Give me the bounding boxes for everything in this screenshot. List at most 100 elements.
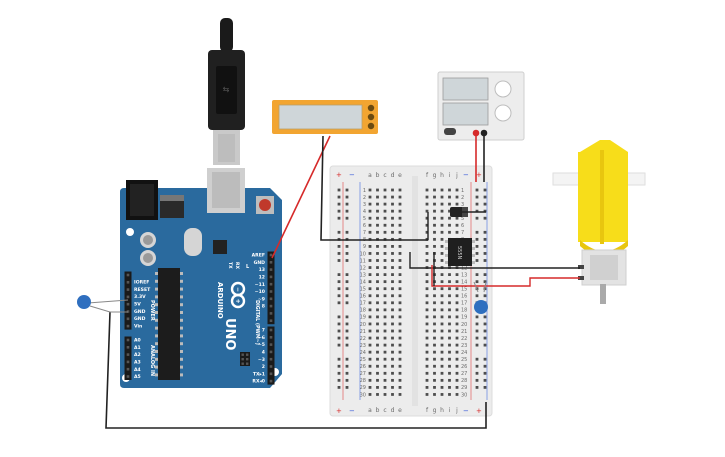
- breadboard-hole[interactable]: [398, 252, 402, 255]
- breadboard-rail-hole[interactable]: [345, 386, 349, 389]
- breadboard-hole[interactable]: [391, 315, 394, 319]
- breadboard-rail-hole[interactable]: [345, 357, 349, 361]
- breadboard-rail-hole[interactable]: [337, 343, 341, 347]
- breadboard-hole[interactable]: [440, 245, 444, 248]
- breadboard-hole[interactable]: [455, 357, 459, 361]
- breadboard-hole[interactable]: [440, 188, 444, 192]
- breadboard-hole[interactable]: [398, 386, 402, 389]
- breadboard-hole[interactable]: [448, 322, 451, 326]
- breadboard-hole[interactable]: [391, 223, 394, 227]
- breadboard-hole[interactable]: [391, 301, 394, 305]
- breadboard-rail-hole[interactable]: [475, 195, 479, 199]
- breadboard-rail-hole[interactable]: [345, 301, 349, 305]
- breadboard-rail-hole[interactable]: [475, 188, 479, 192]
- breadboard-rail-hole[interactable]: [483, 343, 487, 347]
- breadboard-rail-hole[interactable]: [337, 378, 341, 382]
- breadboard-hole[interactable]: [440, 336, 444, 340]
- breadboard-hole[interactable]: [448, 357, 451, 361]
- breadboard-hole[interactable]: [376, 364, 379, 368]
- breadboard-hole[interactable]: [425, 336, 429, 340]
- breadboard-hole[interactable]: [368, 266, 372, 269]
- breadboard-rail-hole[interactable]: [345, 287, 349, 291]
- breadboard-hole[interactable]: [368, 280, 372, 284]
- header-pin[interactable]: [269, 261, 273, 264]
- breadboard-hole[interactable]: [368, 386, 372, 389]
- breadboard-hole[interactable]: [440, 301, 444, 305]
- header-pin[interactable]: [269, 275, 273, 279]
- breadboard-hole[interactable]: [440, 378, 444, 382]
- breadboard-hole[interactable]: [448, 386, 451, 389]
- breadboard-rail-hole[interactable]: [337, 273, 341, 276]
- breadboard-hole[interactable]: [455, 322, 459, 326]
- breadboard-hole[interactable]: [398, 322, 402, 326]
- breadboard-rail-hole[interactable]: [345, 245, 349, 248]
- multimeter-dial-1[interactable]: [367, 104, 375, 112]
- breadboard-hole[interactable]: [368, 287, 372, 291]
- breadboard-hole[interactable]: [455, 350, 459, 354]
- breadboard-hole[interactable]: [368, 188, 372, 192]
- breadboard-hole[interactable]: [398, 343, 402, 347]
- breadboard-rail-hole[interactable]: [483, 294, 487, 298]
- breadboard-rail-hole[interactable]: [337, 315, 341, 319]
- breadboard-hole[interactable]: [376, 266, 379, 269]
- breadboard-hole[interactable]: [448, 308, 451, 312]
- breadboard-hole[interactable]: [448, 336, 451, 340]
- power-supply[interactable]: [437, 71, 525, 141]
- breadboard-rail-hole[interactable]: [475, 245, 479, 248]
- breadboard-hole[interactable]: [398, 315, 402, 319]
- header-pin[interactable]: [269, 328, 273, 332]
- breadboard-hole[interactable]: [455, 393, 459, 396]
- breadboard-hole[interactable]: [440, 343, 444, 347]
- breadboard-hole[interactable]: [455, 188, 459, 192]
- breadboard-hole[interactable]: [433, 364, 436, 368]
- breadboard-hole[interactable]: [455, 280, 459, 284]
- breadboard-rail-hole[interactable]: [475, 343, 479, 347]
- header-pin[interactable]: [126, 367, 130, 371]
- breadboard-hole[interactable]: [391, 259, 394, 262]
- breadboard-rail-hole[interactable]: [475, 273, 479, 276]
- breadboard-rail-hole[interactable]: [483, 386, 487, 389]
- breadboard-hole[interactable]: [376, 223, 379, 227]
- breadboard-hole[interactable]: [440, 216, 444, 220]
- breadboard-hole[interactable]: [440, 357, 444, 361]
- dc-motor[interactable]: [552, 140, 646, 304]
- breadboard-hole[interactable]: [455, 195, 459, 199]
- breadboard-hole[interactable]: [440, 386, 444, 389]
- breadboard-hole[interactable]: [383, 252, 387, 255]
- breadboard-hole[interactable]: [383, 329, 387, 333]
- digital-header-top[interactable]: [267, 251, 275, 325]
- breadboard-hole[interactable]: [448, 273, 451, 276]
- breadboard-hole[interactable]: [398, 188, 402, 192]
- breadboard-rail-hole[interactable]: [337, 280, 341, 284]
- breadboard-rail-hole[interactable]: [483, 315, 487, 319]
- breadboard-hole[interactable]: [383, 195, 387, 199]
- breadboard-hole[interactable]: [398, 223, 402, 227]
- breadboard-hole[interactable]: [368, 350, 372, 354]
- breadboard-hole[interactable]: [398, 350, 402, 354]
- breadboard-rail-hole[interactable]: [483, 364, 487, 368]
- header-pin[interactable]: [269, 304, 273, 308]
- breadboard-hole[interactable]: [376, 273, 379, 276]
- breadboard-hole[interactable]: [440, 315, 444, 319]
- breadboard-hole[interactable]: [383, 322, 387, 326]
- breadboard-hole[interactable]: [433, 336, 436, 340]
- breadboard-hole[interactable]: [391, 252, 394, 255]
- breadboard-hole[interactable]: [398, 294, 402, 298]
- header-pin[interactable]: [126, 353, 130, 356]
- psu-knob-1[interactable]: [494, 80, 512, 98]
- breadboard-hole[interactable]: [425, 301, 429, 305]
- breadboard-hole[interactable]: [440, 273, 444, 276]
- breadboard-rail-hole[interactable]: [337, 202, 341, 206]
- analog-header[interactable]: [124, 336, 132, 381]
- breadboard-rail-hole[interactable]: [345, 230, 349, 234]
- breadboard-hole[interactable]: [425, 195, 429, 199]
- breadboard-rail-hole[interactable]: [483, 280, 487, 284]
- header-pin[interactable]: [269, 253, 273, 257]
- breadboard-hole[interactable]: [425, 259, 429, 262]
- breadboard-hole[interactable]: [376, 350, 379, 354]
- breadboard-hole[interactable]: [398, 266, 402, 269]
- breadboard-hole[interactable]: [383, 266, 387, 269]
- breadboard-hole[interactable]: [383, 357, 387, 361]
- breadboard-rail-hole[interactable]: [475, 336, 479, 340]
